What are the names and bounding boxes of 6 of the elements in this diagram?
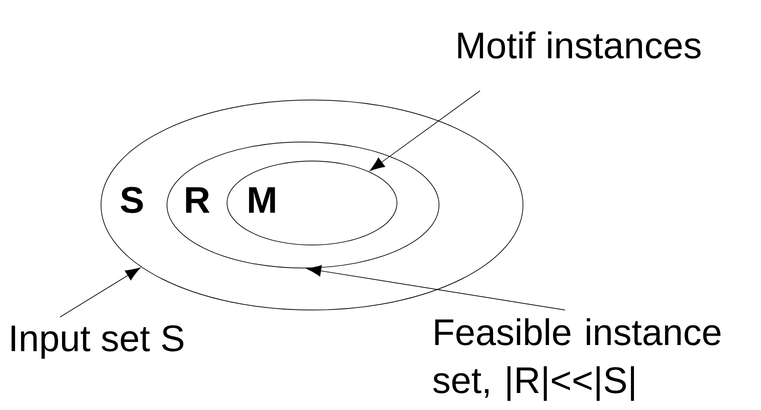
arrow	[60, 268, 140, 318]
text-label: Motif instances	[458, 31, 701, 59]
arrow	[370, 90, 480, 171]
text-label: Feasible instance set, |R|<<|S|	[433, 318, 720, 401]
text-label: Input set S	[12, 325, 184, 359]
arrow	[306, 265, 566, 310]
